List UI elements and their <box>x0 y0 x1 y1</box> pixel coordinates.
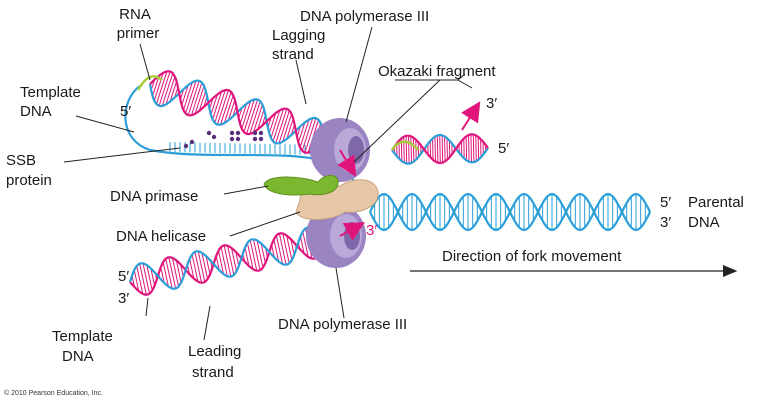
okazaki-3prime-label: 3′ <box>486 95 497 112</box>
base-pair-rung <box>224 245 231 276</box>
leading-5prime-label: 5′ <box>118 268 129 285</box>
template-dna-top-label-1: Template <box>20 84 81 101</box>
base-pair-rung <box>279 233 286 264</box>
dna-helicase-label: DNA helicase <box>116 228 206 245</box>
base-pair-rung <box>188 81 199 115</box>
base-pair-rung <box>198 251 205 282</box>
parental-dna-helix <box>370 194 650 230</box>
dna-primase-label: DNA primase <box>110 188 198 205</box>
okazaki-base-pairs <box>392 134 488 163</box>
copyright-notice: © 2010 Pearson Education, Inc. <box>4 390 103 398</box>
base-pair-rung <box>247 100 258 134</box>
parental-dna-label-2: DNA <box>688 214 720 231</box>
base-pair-rung <box>140 264 147 295</box>
base-pair-rung <box>406 136 407 164</box>
base-pair-rung <box>435 137 436 162</box>
base-pair-rung <box>476 135 477 161</box>
dna-polymerase-top-label: DNA polymerase III <box>300 8 429 25</box>
direction-label: Direction of fork movement <box>442 248 621 265</box>
dna-polymerase-bottom-label: DNA polymerase III <box>278 316 407 333</box>
leading-3prime-label: 3′ <box>366 222 377 239</box>
lagging-strand-label-2: strand <box>272 46 314 63</box>
loop-5prime-label: 5′ <box>120 103 131 120</box>
base-pair-rung <box>442 135 443 162</box>
leading-strand-label-1: Leading <box>188 343 241 360</box>
leading-strand-label-2: strand <box>192 364 234 381</box>
okazaki-5prime-label: 5′ <box>498 140 509 157</box>
parental-3prime-label: 3′ <box>660 214 671 231</box>
ssb-label-1: SSB <box>6 152 36 169</box>
okazaki-3prime-arrow <box>462 108 476 130</box>
dna-polymerase-top <box>310 118 370 182</box>
base-pair-rung <box>411 136 412 163</box>
base-pair-rung <box>253 239 260 270</box>
okazaki-fragment-helix <box>392 108 488 164</box>
parental-5prime-label: 5′ <box>660 194 671 211</box>
leading-3prime-end-label: 3′ <box>118 290 129 307</box>
base-pair-rung <box>473 134 474 162</box>
base-pair-rung <box>169 257 176 288</box>
base-pair-rung <box>195 252 202 283</box>
okazaki-fragment-label: Okazaki fragment <box>378 63 496 80</box>
base-pair-rung <box>276 109 287 143</box>
lagging-strand-label-1: Lagging <box>272 27 325 44</box>
ssb-label-2: protein <box>6 172 52 189</box>
base-pair-rung <box>445 136 446 161</box>
rna-primer-label-1: RNA <box>112 6 158 23</box>
parental-dna-label-1: Parental <box>688 194 744 211</box>
base-pair-rung <box>471 134 472 162</box>
dna-primase-shape <box>264 175 338 195</box>
base-pair-rung <box>469 135 470 162</box>
base-pair-rung <box>250 240 257 271</box>
template-dna-bottom-label-1: Template <box>52 328 113 345</box>
base-pair-rung <box>217 90 228 124</box>
base-pair-rung <box>440 135 441 163</box>
base-pair-rung <box>159 72 170 106</box>
base-pair-rung <box>409 136 410 164</box>
template-dna-bottom-label-2: DNA <box>62 348 94 365</box>
template-dna-top-label-2: DNA <box>20 103 52 120</box>
base-pair-rung <box>437 135 438 162</box>
rna-primer-label-2: primer <box>108 25 168 42</box>
